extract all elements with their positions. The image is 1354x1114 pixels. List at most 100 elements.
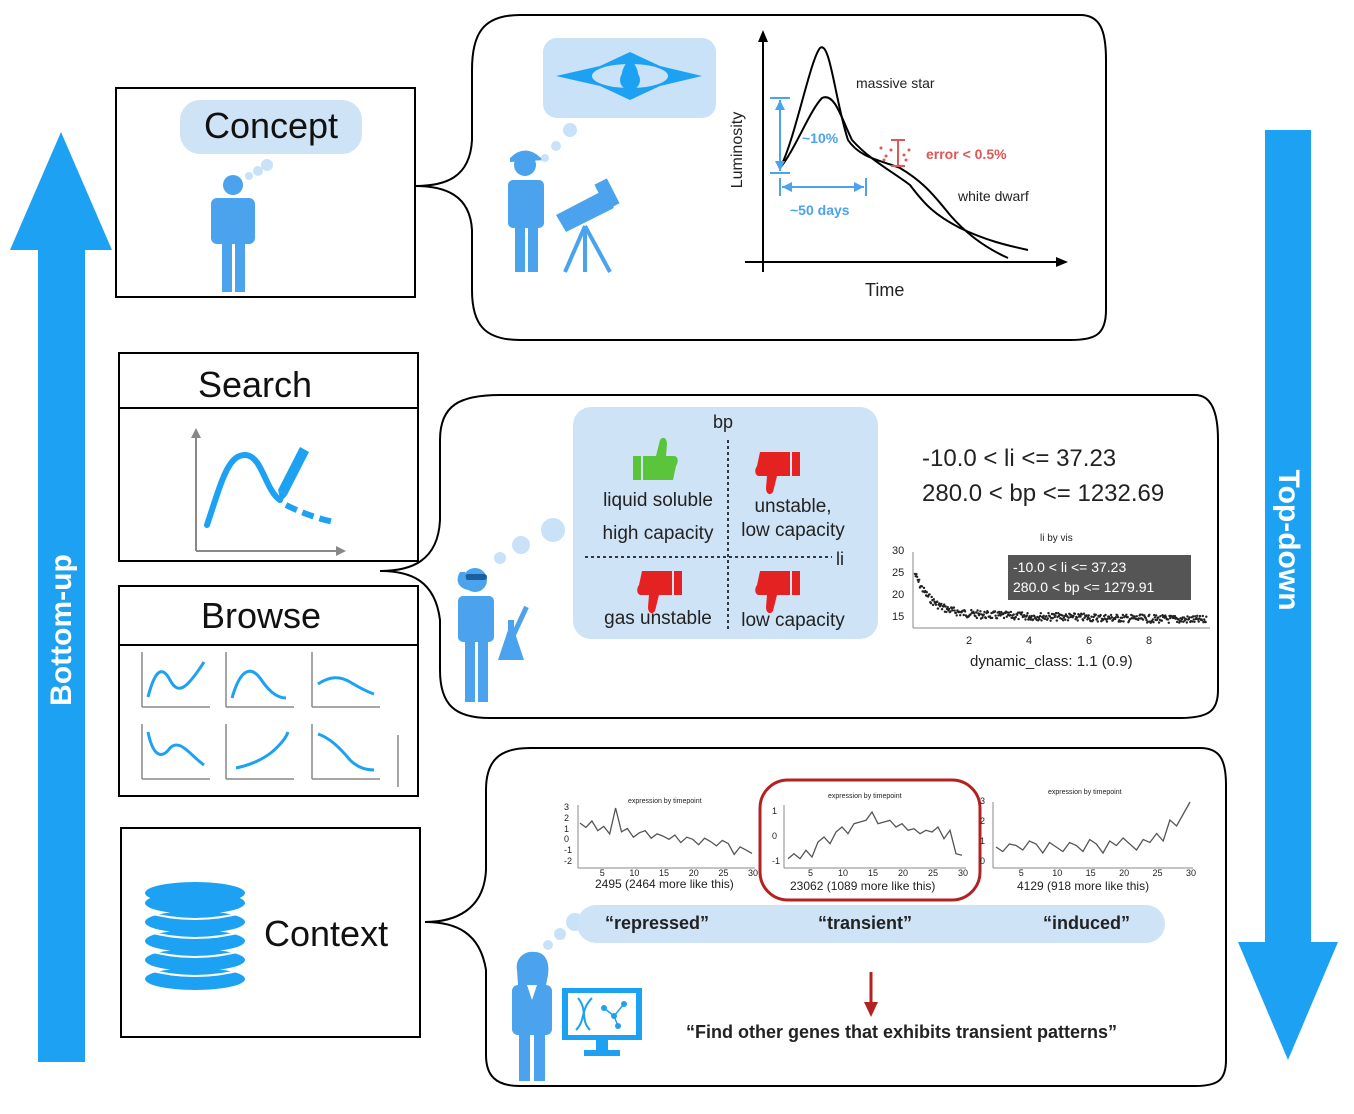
scatter-point (1083, 616, 1086, 619)
expr-ytick: 0 (564, 834, 570, 845)
scatter-point (1076, 619, 1079, 622)
scatter-xtick: 4 (1026, 635, 1033, 647)
scatter-point (1166, 618, 1170, 621)
scatter-point (1030, 614, 1034, 618)
bottom-up-label: Bottom-up (45, 554, 78, 706)
scatter-point (920, 585, 924, 588)
scatter-point (1198, 614, 1202, 618)
scatter-point (1139, 613, 1142, 616)
expr-xtick: 30 (748, 868, 759, 878)
chart-ylabel: Luminosity (729, 111, 746, 189)
scatter-point (1191, 620, 1194, 623)
scatter-xtick: 2 (966, 635, 973, 647)
scatter-point (1203, 618, 1206, 621)
scatter-point (942, 605, 945, 608)
scatter-point (1009, 614, 1012, 617)
scatter-point (1049, 619, 1052, 622)
rise-label: ~10% (802, 130, 839, 146)
telescope-icon (556, 178, 620, 273)
expr-xtick: 30 (1186, 868, 1197, 878)
expr-caption-1: 2495 (2464 more like this) (595, 877, 734, 891)
expr-xtick: 15 (868, 868, 879, 878)
scatter-ytick: 15 (892, 611, 905, 623)
scatter-point (927, 595, 930, 598)
li-scatter-plot (912, 552, 1210, 629)
quadrant-top-right-line2: low capacity (741, 520, 845, 541)
scatter-point (922, 586, 926, 590)
expr-ytick: -1 (772, 856, 781, 866)
scatter-point (1011, 616, 1015, 619)
scatter-point (1137, 617, 1141, 620)
search-label: Search (197, 364, 313, 405)
scatter-title: li by vis (1040, 533, 1073, 544)
scatter-point (1109, 613, 1113, 617)
expr-title-1: expression by timepoint (628, 798, 702, 805)
monitor-dna-icon (562, 988, 642, 1056)
scatter-point (959, 614, 962, 617)
scatter-point (1088, 617, 1091, 620)
scatter-point (930, 595, 933, 599)
scatter-point (954, 611, 958, 614)
context-label: Context (264, 913, 389, 954)
scatter-point (1192, 618, 1196, 621)
scatter-point (951, 609, 954, 612)
scatter-point (1194, 615, 1197, 618)
range-tooltip (1008, 555, 1191, 600)
selected-pattern-highlight (758, 778, 982, 902)
tooltip-line2: 280.0 < bp <= 1279.91 (1013, 579, 1155, 595)
sketch-curve-icon (191, 428, 346, 556)
scatter-point (1201, 614, 1205, 618)
scatter-point (949, 610, 952, 613)
scatter-point (1180, 620, 1183, 623)
tag-transient: “transient” (818, 913, 913, 933)
duration-label: ~50 days (790, 202, 850, 218)
scatter-point (1107, 615, 1111, 618)
scatter-point (915, 573, 918, 576)
scatter-point (1054, 611, 1058, 615)
scatter-point (1038, 618, 1041, 621)
expr-xtick: 25 (928, 868, 939, 878)
scatter-point (1104, 613, 1107, 617)
scatter-point (1110, 616, 1114, 619)
scatter-point (991, 616, 994, 620)
scatter-point (928, 593, 931, 596)
scatter-point (1175, 620, 1179, 624)
scatter-caption: dynamic_class: 1.1 (0.9) (970, 653, 1133, 670)
scatter-point (1080, 613, 1084, 616)
scatter-point (1082, 612, 1086, 615)
browse-thumbnails-icon (141, 652, 399, 787)
scatter-point (1005, 615, 1008, 618)
scatter-point (1122, 620, 1125, 623)
thumbs-down-icon (755, 452, 800, 495)
scatter-xtick: 8 (1146, 635, 1153, 647)
axis-bp-label: bp (713, 412, 734, 432)
scatter-point (1047, 611, 1050, 615)
concept-pill (180, 100, 362, 154)
scatter-point (1096, 617, 1099, 620)
expr-xtick: 10 (838, 868, 849, 878)
scatter-point (1024, 618, 1027, 621)
range-li: -10.0 < li <= 37.23 (922, 445, 1117, 472)
search-bubble (379, 394, 1219, 719)
scatter-point (945, 610, 948, 614)
scatter-point (1146, 620, 1150, 623)
browse-label: Browse (200, 595, 322, 636)
scatter-point (1105, 620, 1109, 623)
top-down-arrow (1238, 130, 1338, 1060)
scatter-point (1048, 615, 1052, 618)
scatter-point (938, 602, 941, 605)
scatter-point (983, 610, 986, 614)
white-dwarf-label: white dwarf (958, 188, 1029, 204)
scatter-point (993, 610, 997, 613)
scatter-point (978, 612, 981, 616)
scatter-point (934, 603, 938, 606)
scatter-point (932, 598, 935, 601)
scatter-point (1148, 613, 1151, 616)
scatter-point (1046, 617, 1050, 620)
scatter-point (1141, 618, 1145, 621)
scatter-point (969, 613, 972, 616)
scatter-point (995, 617, 999, 620)
concept-label: Concept (203, 105, 339, 146)
expr-xtick: 5 (1018, 868, 1024, 878)
scatter-point (1116, 616, 1120, 619)
